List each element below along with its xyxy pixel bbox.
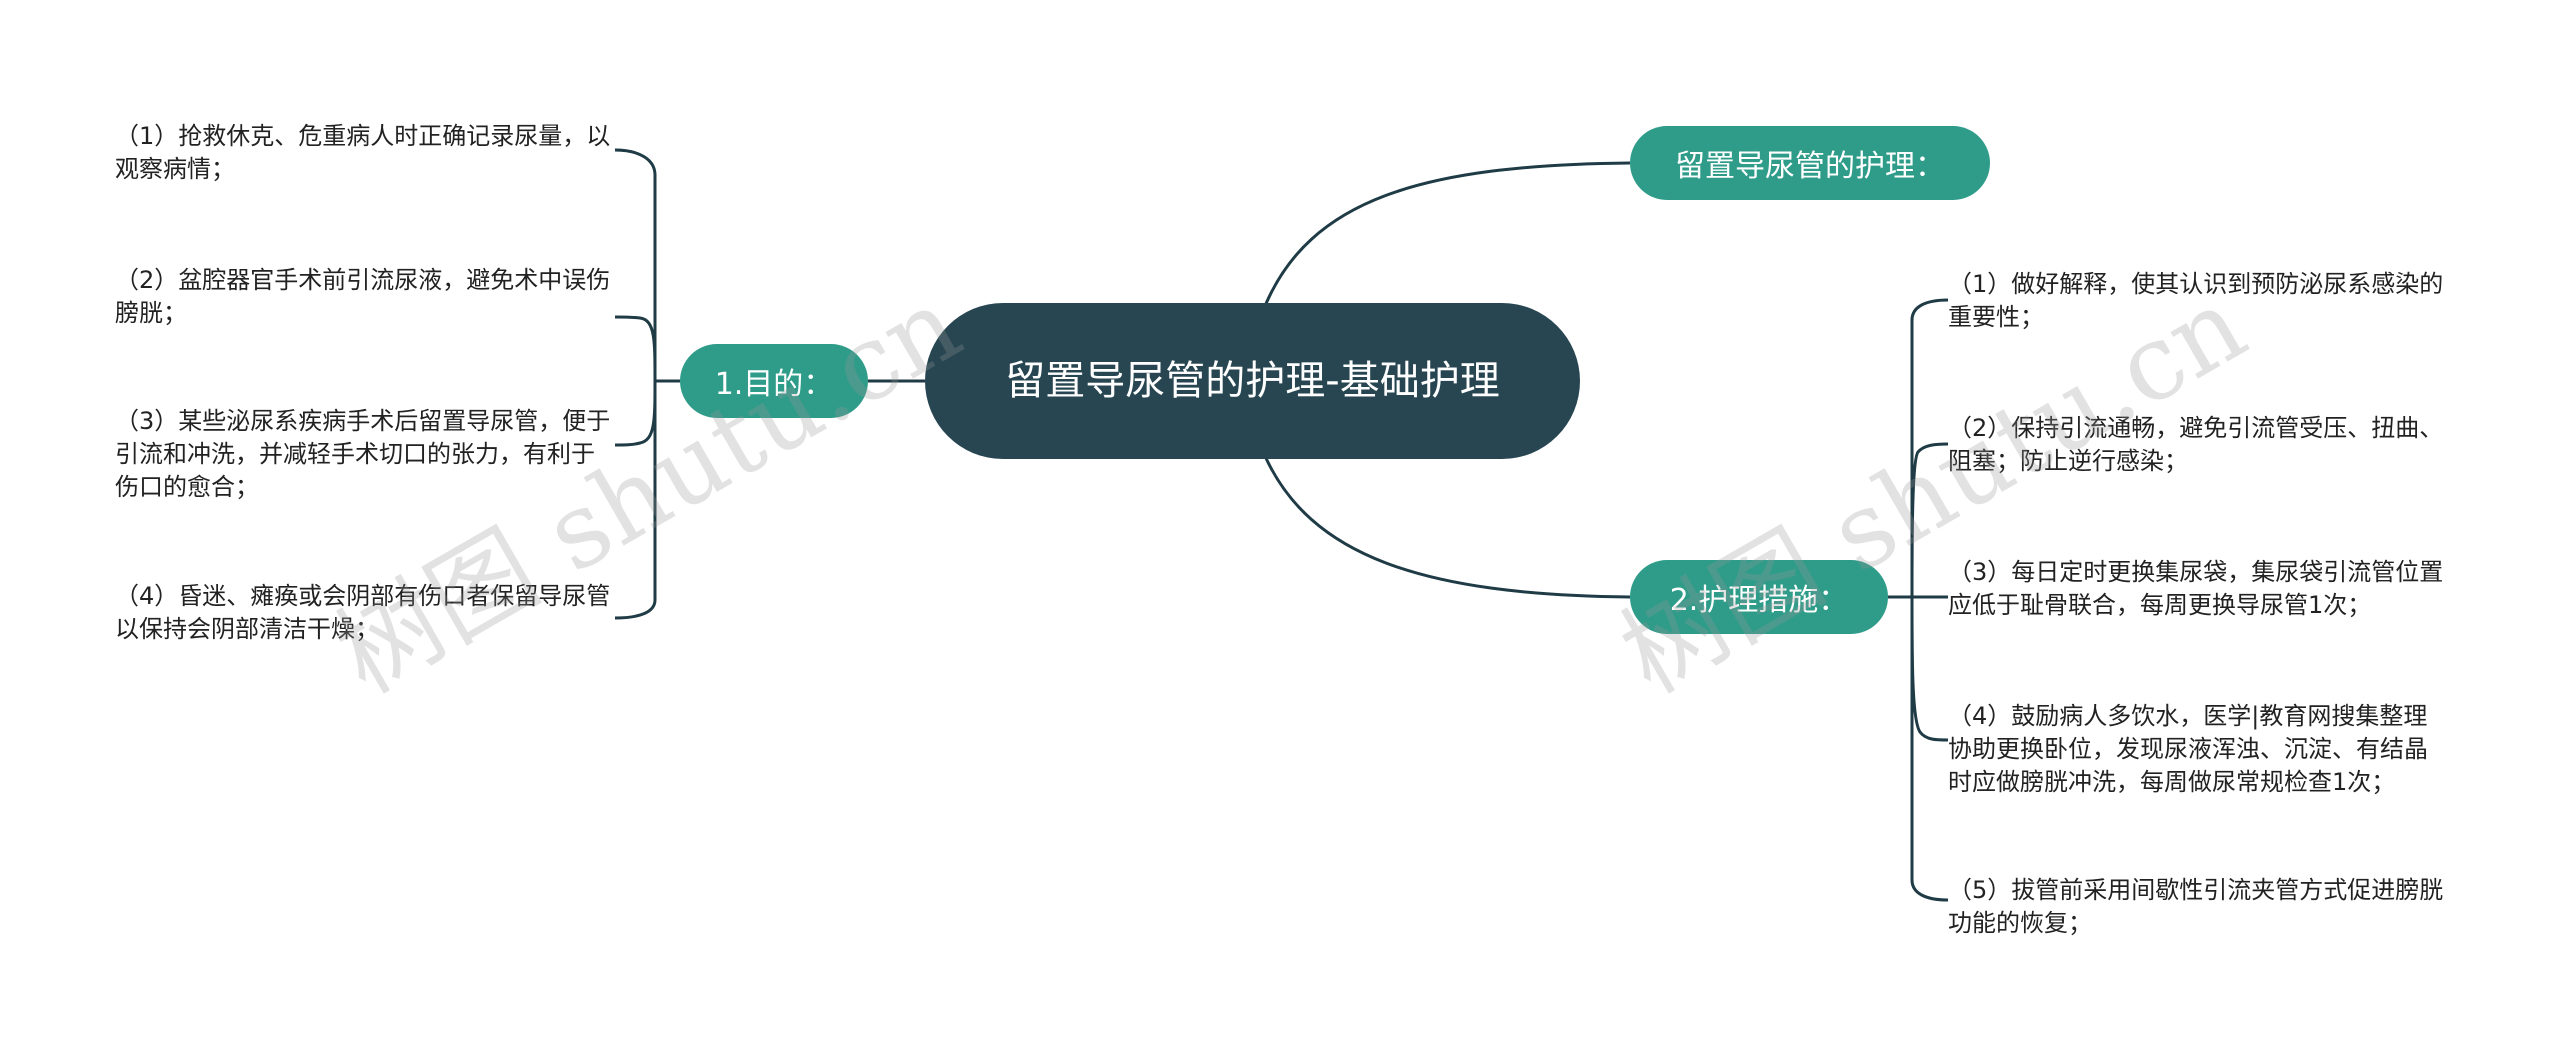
care-item-2[interactable]: （2）保持引流通畅，避免引流管受压、扭曲、阻塞；防止逆行感染； — [1948, 414, 2444, 475]
purpose-item-3[interactable]: （3）某些泌尿系疾病手术后留置导尿管，便于引流和冲洗，并减轻手术切口的张力，有利… — [115, 407, 611, 501]
branch-node-care-measures[interactable]: 2.护理措施： — [1630, 560, 1888, 634]
branch-label-care-measures: 2.护理措施： — [1669, 583, 1849, 618]
purpose-item-4[interactable]: （4）昏迷、瘫痪或会阴部有伤口者保留导尿管以保持会阴部清洁干燥； — [115, 582, 611, 643]
care-item-1[interactable]: （1）做好解释，使其认识到预防泌尿系感染的重要性； — [1948, 270, 2444, 331]
root-node[interactable]: 留置导尿管的护理-基础护理 — [925, 303, 1580, 459]
branch-node-purpose[interactable]: 1.目的： — [680, 344, 868, 418]
purpose-item-1[interactable]: （1）抢救休克、危重病人时正确记录尿量，以观察病情； — [115, 122, 611, 183]
care-item-5[interactable]: （5）拔管前采用间歇性引流夹管方式促进膀胱功能的恢复； — [1948, 876, 2444, 937]
purpose-item-2[interactable]: （2）盆腔器官手术前引流尿液，避免术中误伤膀胱； — [115, 266, 611, 327]
branch-node-overview[interactable]: 留置导尿管的护理： — [1630, 126, 1990, 200]
care-item-4[interactable]: （4）鼓励病人多饮水，医学|教育网搜集整理协助更换卧位，发现尿液浑浊、沉淀、有结… — [1948, 702, 2428, 796]
care-item-3[interactable]: （3）每日定时更换集尿袋，集尿袋引流管位置应低于耻骨联合，每周更换导尿管1次； — [1948, 558, 2444, 619]
branch-label-overview: 留置导尿管的护理： — [1675, 149, 1945, 184]
root-title: 留置导尿管的护理-基础护理 — [1005, 358, 1500, 404]
branch-label-purpose: 1.目的： — [714, 367, 834, 402]
